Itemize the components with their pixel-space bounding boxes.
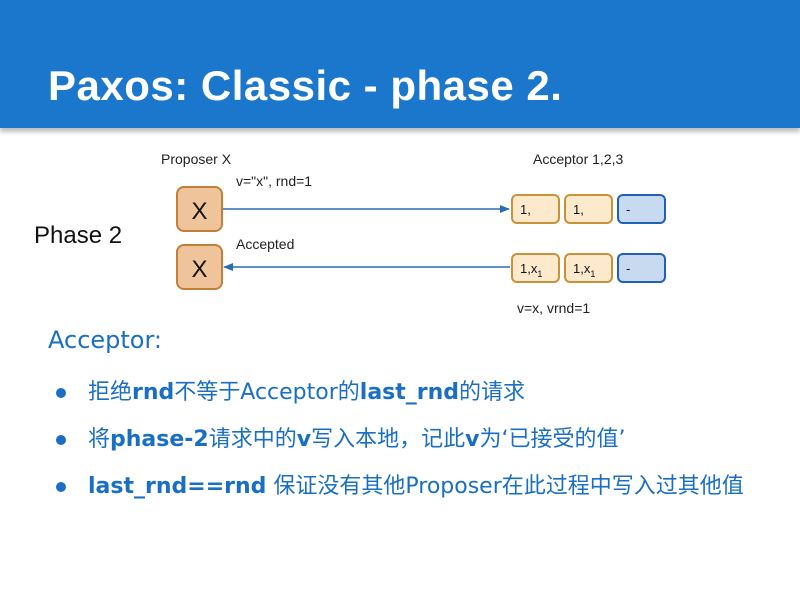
- acceptor-cell-2-1-text: 1,x1: [520, 261, 542, 279]
- acceptor-cell-1-2: 1,: [564, 194, 613, 224]
- acceptor-label: Acceptor 1,2,3: [533, 151, 623, 167]
- rule-item: 拒绝rnd不等于Acceptor的last_rnd的请求: [48, 370, 768, 415]
- acceptor-row-1: 1, 1, -: [511, 194, 666, 224]
- acceptor-cell-2-2-text: 1,x1: [573, 261, 595, 279]
- title-bar: Paxos: Classic - phase 2.: [0, 0, 800, 128]
- rule-text: 拒绝rnd不等于Acceptor的last_rnd的请求: [88, 380, 526, 405]
- bullet-dot-icon: [56, 388, 66, 398]
- rules-list: 拒绝rnd不等于Acceptor的last_rnd的请求 将phase-2请求中…: [48, 370, 768, 509]
- acceptor-row-2: 1,x1 1,x1 -: [511, 253, 666, 283]
- acceptor-cell-2-1: 1,x1: [511, 253, 560, 283]
- acceptor-cell-2-3: -: [617, 253, 666, 283]
- phase-label: Phase 2: [34, 222, 122, 249]
- acceptor-cell-2-2: 1,x1: [564, 253, 613, 283]
- proposer-label: Proposer X: [161, 151, 232, 167]
- rule-text: 将phase-2请求中的v写入本地，记此v为‘已接受的值’: [88, 427, 626, 452]
- acceptor-cell-2-3-text: -: [626, 261, 630, 276]
- proposer-box-bottom-label: X: [191, 256, 207, 283]
- acceptor-cell-1-3-text: -: [626, 202, 630, 217]
- proposer-box-bottom: X: [176, 244, 223, 290]
- rule-item: last_rnd==rnd 保证没有其他Proposer在此过程中写入过其他值: [48, 464, 768, 509]
- request-message: v="x", rnd=1: [236, 173, 312, 189]
- acceptor-cell-1-2-text: 1,: [573, 202, 584, 217]
- acceptor-rules: Acceptor: 拒绝rnd不等于Acceptor的last_rnd的请求 将…: [48, 326, 768, 511]
- acceptor-cell-1-1-text: 1,: [520, 202, 531, 217]
- rule-item: 将phase-2请求中的v写入本地，记此v为‘已接受的值’: [48, 417, 768, 462]
- proposer-box-top: X: [176, 186, 223, 232]
- acceptor-heading: Acceptor:: [48, 326, 163, 354]
- acceptor-cell-1-3: -: [617, 194, 666, 224]
- bullet-dot-icon: [56, 435, 66, 445]
- acceptor-cell-1-1: 1,: [511, 194, 560, 224]
- proposer-box-top-label: X: [191, 198, 207, 225]
- reply-message: Accepted: [236, 236, 294, 252]
- rule-text: last_rnd==rnd 保证没有其他Proposer在此过程中写入过其他值: [88, 474, 744, 499]
- slide-title: Paxos: Classic - phase 2.: [48, 62, 563, 109]
- acceptor-state-note: v=x, vrnd=1: [517, 300, 590, 316]
- bullet-dot-icon: [56, 482, 66, 492]
